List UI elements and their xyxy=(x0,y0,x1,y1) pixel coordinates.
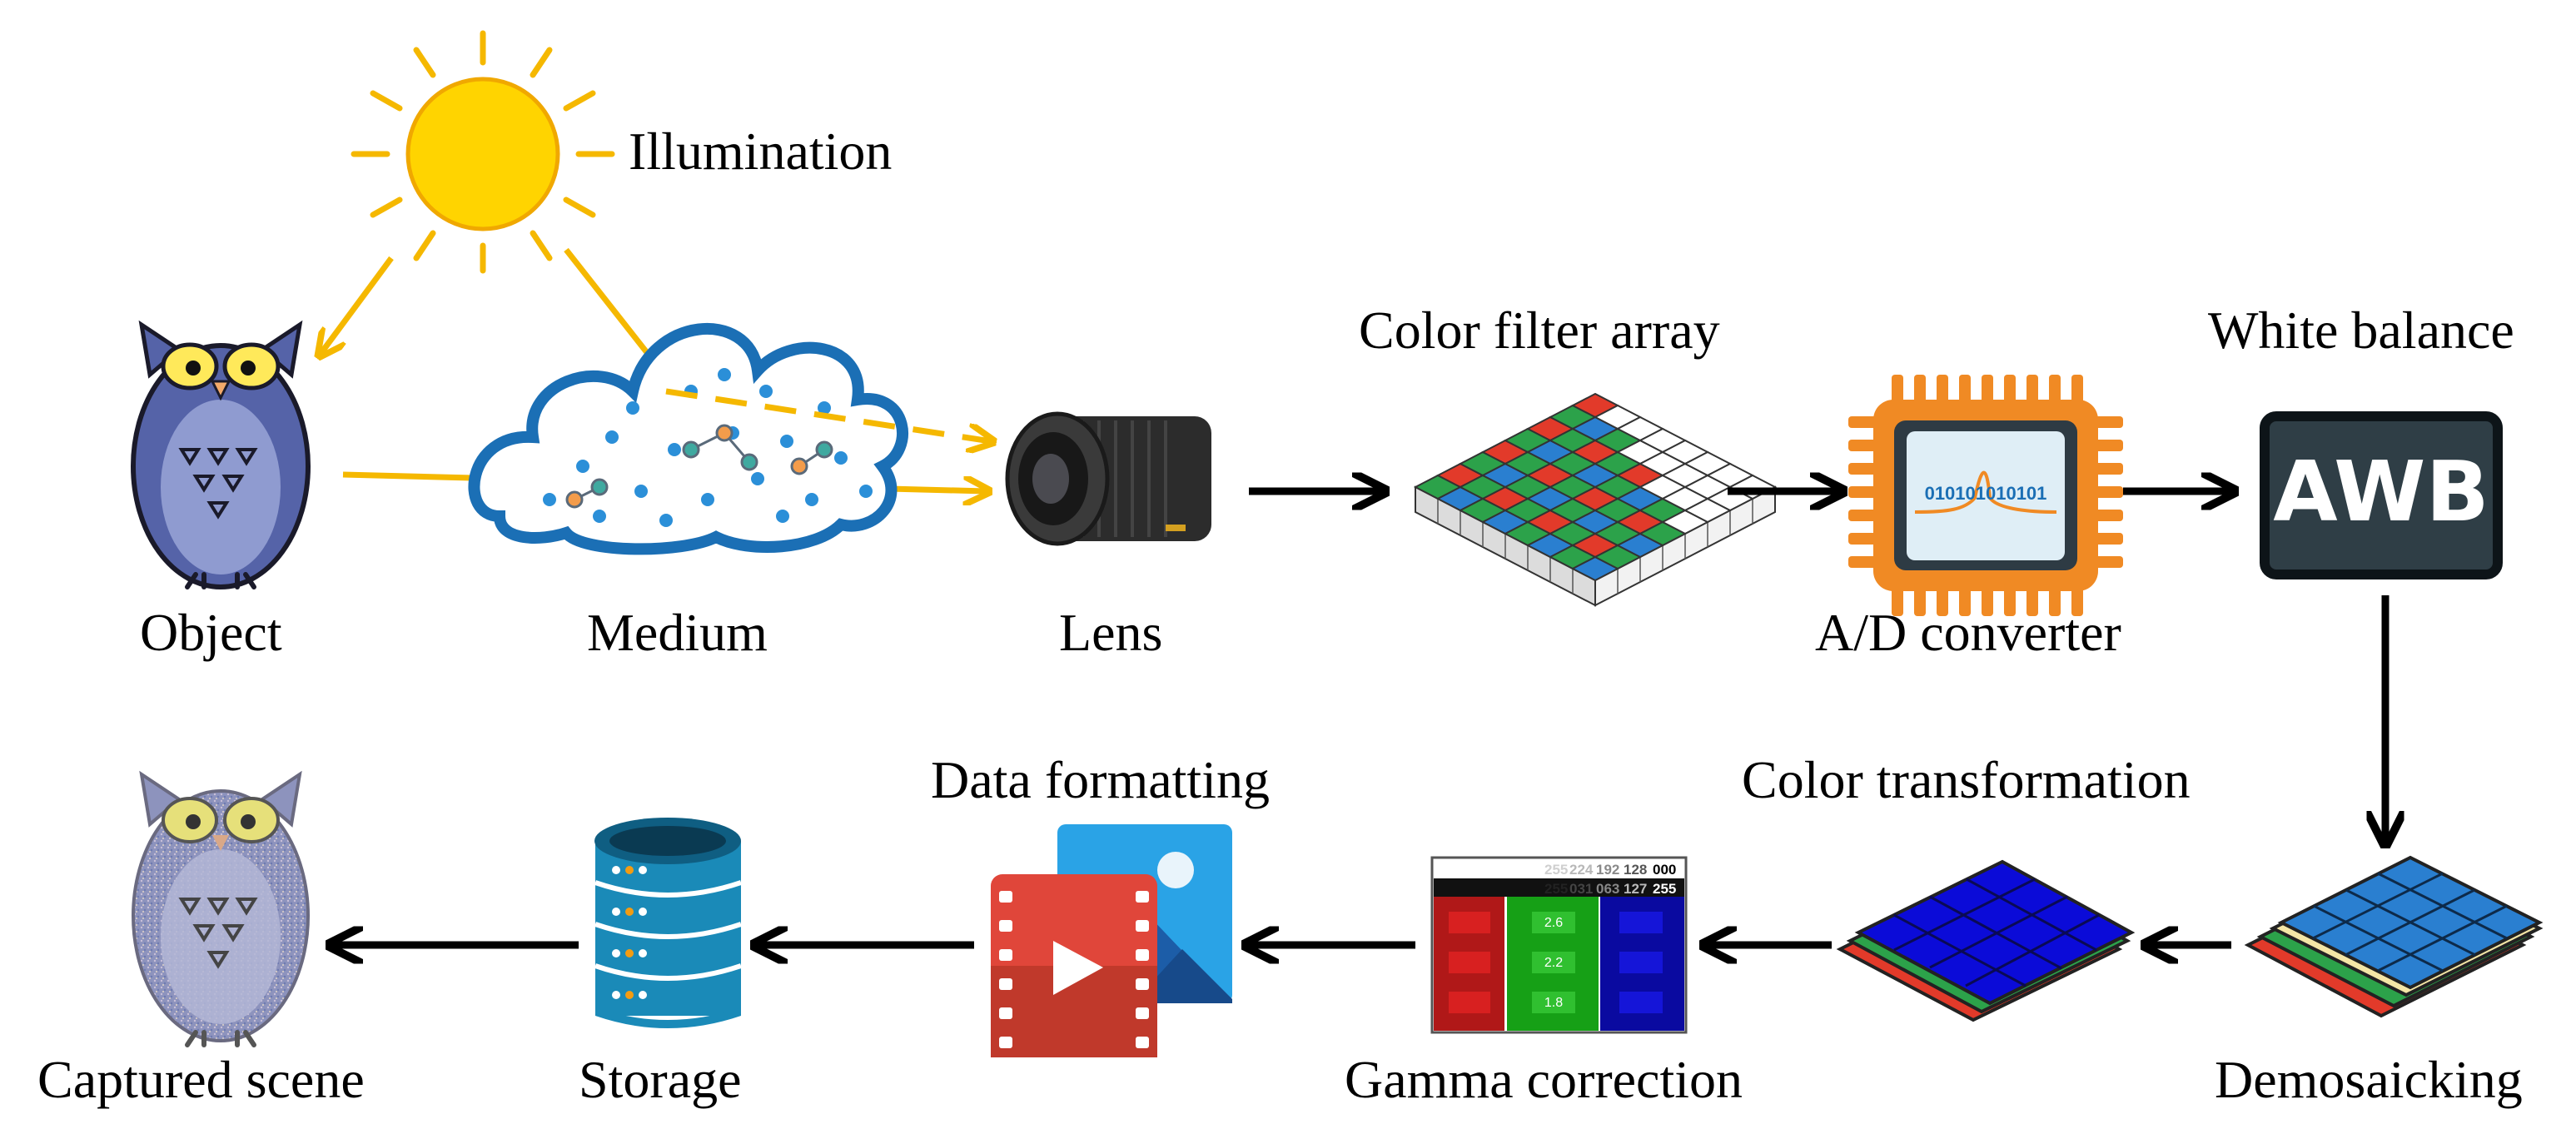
gamma-icon: 255 224 192 128 000 255 031 063 127 255 … xyxy=(1430,856,1688,1034)
gamma-row1-4: 000 xyxy=(1653,862,1676,878)
chip-pin xyxy=(1959,586,1971,616)
demosaic-icon xyxy=(2244,855,2544,1018)
chip-pin xyxy=(2093,533,2123,545)
gamma-row1-2: 192 xyxy=(1596,862,1619,878)
chip-pin xyxy=(1959,375,1971,405)
object-label: Object xyxy=(140,603,282,662)
lens-label: Lens xyxy=(1059,603,1163,662)
chip-binary-text: 010101010101 xyxy=(1925,483,2047,504)
demosaicking-label: Demosaicking xyxy=(2215,1050,2523,1109)
chip-pin xyxy=(2093,510,2123,521)
media-icon xyxy=(991,824,1232,1057)
owl-icon xyxy=(131,320,311,589)
chip-pin xyxy=(2071,375,2083,405)
gamma-correction-label: Gamma correction xyxy=(1345,1050,1743,1109)
white-balance-label: White balance xyxy=(2208,301,2514,360)
color-transformation-label: Color transformation xyxy=(1742,750,2191,809)
chip-pin xyxy=(1848,416,1878,428)
gamma-row2-4: 255 xyxy=(1653,881,1676,897)
chip-pin xyxy=(1892,375,1903,405)
chip-pin xyxy=(2093,486,2123,498)
chip-pin xyxy=(2093,416,2123,428)
illumination-label: Illumination xyxy=(629,122,893,181)
chip-pin xyxy=(1848,486,1878,498)
captured-scene-label: Captured scene xyxy=(37,1050,365,1109)
lens-icon xyxy=(1005,411,1211,546)
color-transform-icon xyxy=(1836,859,2136,1022)
captured-owl-icon xyxy=(132,770,310,1047)
ad-converter-label: A/D converter xyxy=(1815,603,2121,662)
sun-icon xyxy=(351,30,615,274)
awb-icon: AWB xyxy=(2260,411,2503,579)
gamma-row2-2: 063 xyxy=(1596,881,1619,897)
chip-pin xyxy=(1848,510,1878,521)
scattered-ray xyxy=(665,388,991,441)
chip-pin xyxy=(1848,440,1878,451)
chip-pin xyxy=(2093,440,2123,451)
chip-pin xyxy=(2071,586,2083,616)
data-formatting-label: Data formatting xyxy=(931,750,1270,809)
chip-pin xyxy=(1937,586,1948,616)
gamma-row1-3: 128 xyxy=(1624,862,1647,878)
gamma-value-2: 2.2 xyxy=(1544,956,1563,970)
chip-pin xyxy=(2026,586,2038,616)
cfa-icon xyxy=(1413,392,1778,607)
gamma-row1-1: 224 xyxy=(1569,862,1594,878)
chip-pin xyxy=(1914,375,1926,405)
chip-pin xyxy=(1982,375,1993,405)
color-filter-array-label: Color filter array xyxy=(1359,301,1720,360)
illumination-ray-medium xyxy=(564,247,660,369)
chip-pin xyxy=(2049,586,2061,616)
gamma-value-3: 1.8 xyxy=(1544,996,1563,1010)
chip-pin xyxy=(2093,556,2123,568)
chip-pin xyxy=(1848,556,1878,568)
chip-pin xyxy=(1937,375,1948,405)
chip-pin xyxy=(1914,586,1926,616)
storage-icon xyxy=(594,818,742,1028)
storage-label: Storage xyxy=(579,1050,742,1109)
chip-pin xyxy=(1848,463,1878,475)
illumination-ray-object xyxy=(321,256,394,354)
gamma-row2-3: 127 xyxy=(1624,881,1647,897)
medium-label: Medium xyxy=(587,603,768,662)
chip-pin xyxy=(2004,375,2016,405)
chip-pin xyxy=(1982,586,1993,616)
awb-text: AWB xyxy=(2273,443,2489,540)
chip-pin xyxy=(1848,533,1878,545)
gamma-value-1: 2.6 xyxy=(1544,916,1563,930)
chip-pin xyxy=(2049,375,2061,405)
chip-pin xyxy=(2093,463,2123,475)
chip-icon: 010101010101 xyxy=(1848,375,2123,616)
chip-pin xyxy=(1892,586,1903,616)
gamma-row2-0: 255 xyxy=(1544,881,1568,897)
chip-pin xyxy=(2026,375,2038,405)
chip-pin xyxy=(2004,586,2016,616)
cloud-icon xyxy=(468,323,908,555)
gamma-row2-1: 031 xyxy=(1569,881,1593,897)
gamma-row1-0: 255 xyxy=(1544,862,1568,878)
